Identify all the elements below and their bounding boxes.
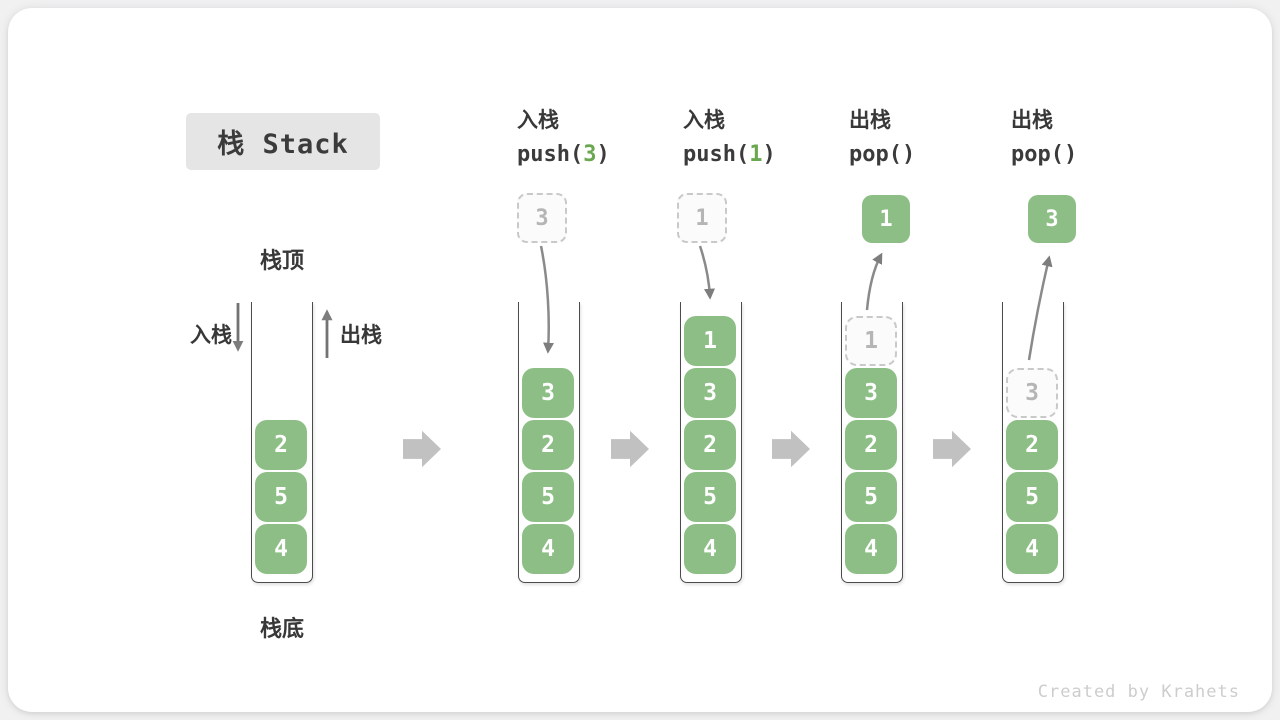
popped-value-box: 1 [862, 195, 910, 243]
stack-cell: 5 [845, 472, 897, 522]
stack-cell: 2 [255, 420, 307, 470]
diagram-title: 栈 Stack [186, 113, 380, 170]
stage-header-push1: 入栈 push(1) [683, 109, 853, 167]
incoming-value-box: 3 [517, 193, 567, 243]
stack-cell: 4 [845, 524, 897, 574]
stage-header-push3: 入栈 push(3) [517, 109, 687, 167]
popped-value-box: 3 [1028, 195, 1076, 243]
op-code: pop() [1011, 142, 1078, 168]
code-arg: 1 [749, 142, 763, 168]
op-code: push(3) [517, 142, 610, 168]
stack-cell: 3 [684, 368, 736, 418]
watermark: Created by Krahets [1037, 682, 1240, 702]
op-label: 入栈 [517, 109, 559, 132]
op-code: pop() [849, 142, 916, 168]
stack-cell: 1 [684, 316, 736, 366]
stack-cell: 4 [1006, 524, 1058, 574]
stack-cell: 4 [255, 524, 307, 574]
op-label: 出栈 [1011, 109, 1053, 132]
stack-cell: 5 [684, 472, 736, 522]
stack-pop3: 3 2 5 4 [1002, 302, 1064, 583]
stage-header-pop1: 出栈 pop() [849, 109, 1019, 167]
op-label: 入栈 [683, 109, 725, 132]
stack-cell: 4 [684, 524, 736, 574]
stack-cell: 2 [1006, 420, 1058, 470]
ghost-cell: 1 [845, 316, 897, 366]
stack-cell: 5 [522, 472, 574, 522]
stack-push1: 1 3 2 5 4 [680, 302, 742, 583]
stack-bottom-label: 栈底 [259, 616, 304, 641]
stack-cell: 4 [522, 524, 574, 574]
stack-cell: 2 [845, 420, 897, 470]
push-label: 入栈 [190, 324, 232, 347]
stage-header-pop3: 出栈 pop() [1011, 109, 1181, 167]
stack-top-label: 栈顶 [259, 248, 304, 273]
ghost-cell: 3 [1006, 368, 1058, 418]
stack-cell: 5 [255, 472, 307, 522]
stack-cell: 3 [845, 368, 897, 418]
code-arg: 3 [583, 142, 597, 168]
stack-pop1: 1 3 2 5 4 [841, 302, 903, 583]
op-label: 出栈 [849, 109, 891, 132]
op-code: push(1) [683, 142, 776, 168]
stack-cell: 3 [522, 368, 574, 418]
incoming-value-box: 1 [677, 193, 727, 243]
stack-cell: 2 [522, 420, 574, 470]
pop-label: 出栈 [340, 324, 382, 347]
stack-cell: 5 [1006, 472, 1058, 522]
stack-push3: 3 2 5 4 [518, 302, 580, 583]
stack-cell: 2 [684, 420, 736, 470]
stack-initial: 2 5 4 [251, 302, 313, 583]
